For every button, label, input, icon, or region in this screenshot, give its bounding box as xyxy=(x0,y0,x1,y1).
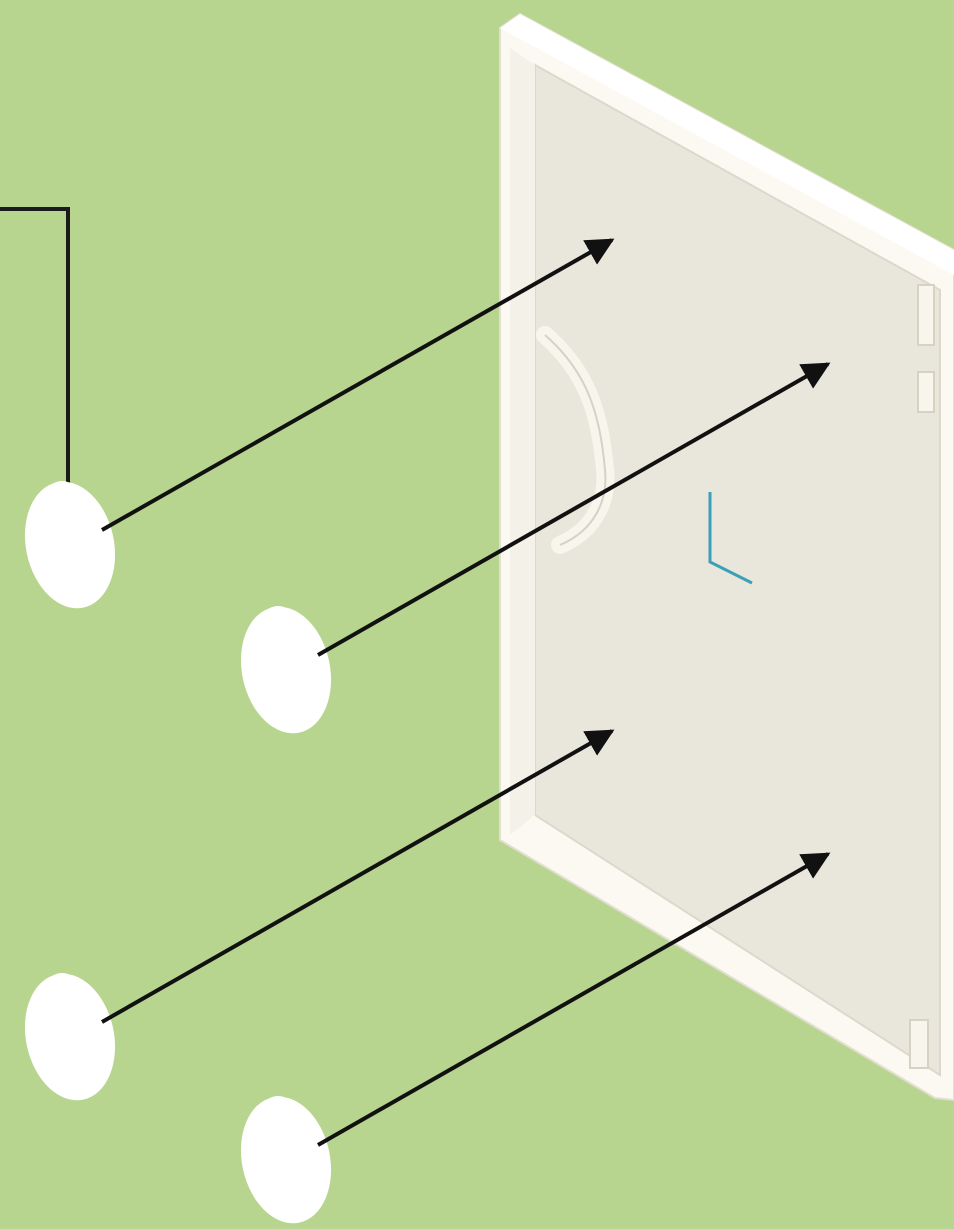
panel-clip-lower xyxy=(909,1019,929,1069)
panel-left-wall xyxy=(510,48,535,835)
panel-top-rim xyxy=(500,14,954,275)
adhesive-pad-3 xyxy=(24,973,116,1101)
arrow-pad-2-to-top-right xyxy=(317,362,831,657)
corner-mark xyxy=(708,492,753,585)
adhesive-pad-2 xyxy=(240,606,332,734)
arrow-pad-4-to-bottom-right xyxy=(317,852,831,1147)
panel-clip-middle xyxy=(917,371,935,413)
adhesive-pad-4 xyxy=(240,1096,332,1224)
callout-leader-line xyxy=(0,207,70,505)
adhesive-pad-1 xyxy=(24,481,116,609)
arrow-pad-3-to-bottom-left xyxy=(101,729,615,1024)
cable-channel-edge xyxy=(544,334,607,546)
arrow-pad-1-to-top-left xyxy=(101,238,615,532)
device-back-panel xyxy=(499,12,954,1102)
panel-clip-upper xyxy=(917,284,935,346)
